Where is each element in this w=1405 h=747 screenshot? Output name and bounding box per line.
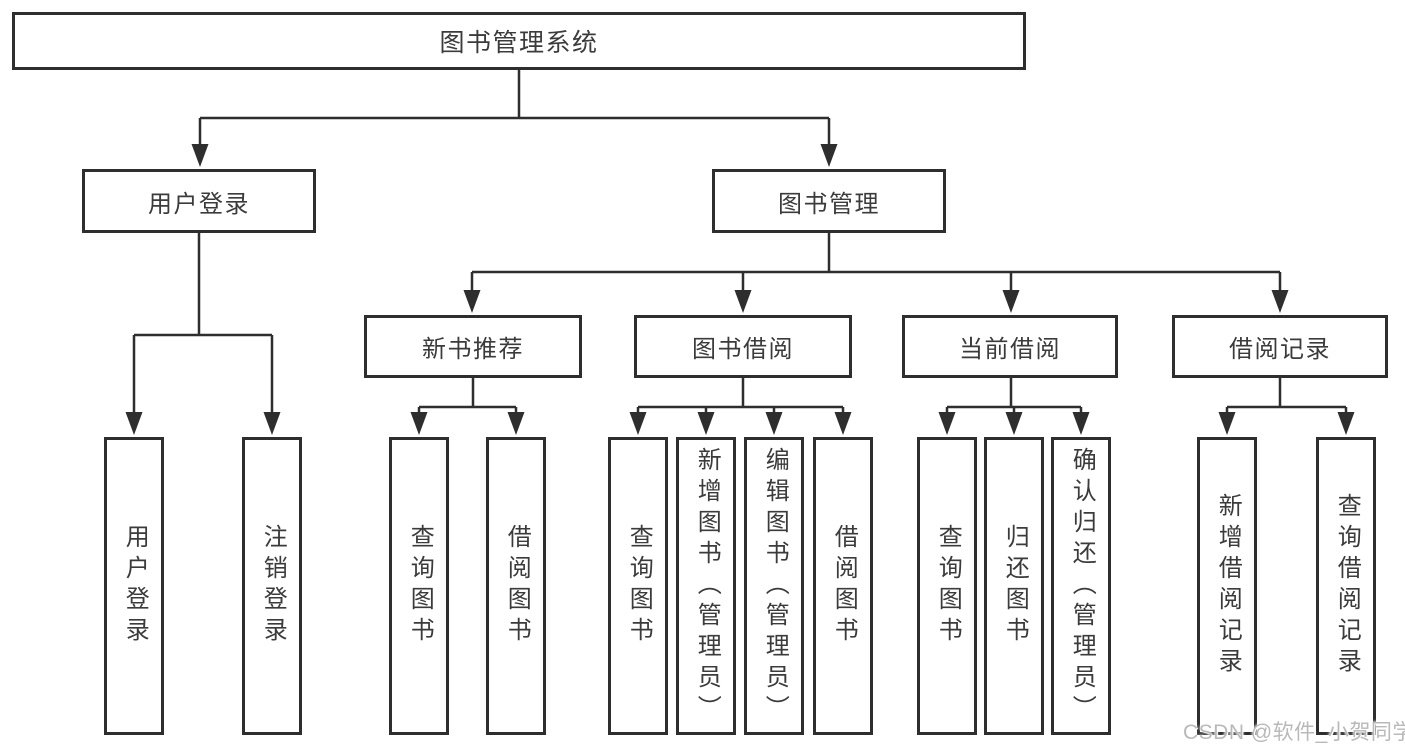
leaf-user-login: 用户登录: [104, 437, 164, 735]
node-new-book-recommend: 新书推荐: [364, 315, 582, 378]
leaf-add-borrow-record: 新增借阅记录: [1197, 437, 1257, 735]
leaf-edit-book-admin: 编辑图书（管理员）: [744, 437, 804, 735]
connector-root-to-branches: [198, 70, 831, 146]
connector-current-borrow-children: [945, 378, 1083, 414]
leaf-label: 注销登录: [259, 524, 287, 648]
connector-book-mgmt-modules: [470, 233, 1282, 292]
leaf-label: 编辑图书（管理员）: [761, 446, 789, 726]
leaf-query-books-current: 查询图书: [917, 437, 977, 735]
leaf-label: 新增图书（管理员）: [693, 446, 721, 726]
connector-borrow-records-children: [1225, 378, 1348, 414]
connector-user-login-children: [132, 233, 274, 414]
leaf-query-borrow-record: 查询借阅记录: [1316, 437, 1376, 735]
connector-book-borrow-children: [636, 378, 845, 414]
leaf-label: 借阅图书: [830, 524, 858, 648]
leaf-label: 查询借阅记录: [1333, 493, 1361, 679]
leaf-label: 用户登录: [121, 524, 149, 648]
node-label: 借阅记录: [1229, 336, 1331, 363]
node-label: 用户登录: [148, 190, 250, 218]
leaf-label: 查询图书: [934, 524, 962, 648]
watermark: CSDN @软件_小贺同学: [1183, 721, 1405, 744]
node-book-borrow: 图书借阅: [634, 315, 852, 378]
leaf-add-book-admin: 新增图书（管理员）: [676, 437, 736, 735]
leaf-label: 借阅图书: [503, 524, 531, 648]
node-label: 图书管理系统: [439, 29, 599, 57]
node-label: 图书借阅: [692, 336, 794, 363]
node-library-system: 图书管理系统: [12, 12, 1026, 70]
leaf-confirm-return-admin: 确认归还（管理员）: [1051, 437, 1111, 735]
node-label: 新书推荐: [422, 336, 524, 363]
node-label: 当前借阅: [959, 336, 1061, 363]
node-user-login: 用户登录: [82, 169, 316, 233]
leaf-query-books-recommend: 查询图书: [389, 437, 449, 735]
node-current-borrow: 当前借阅: [902, 315, 1118, 378]
leaf-label: 查询图书: [406, 524, 434, 648]
node-label: 图书管理: [778, 190, 880, 218]
leaf-label: 归还图书: [1001, 524, 1029, 648]
leaf-query-books-borrow: 查询图书: [608, 437, 668, 735]
leaf-label: 确认归还（管理员）: [1068, 446, 1096, 726]
leaf-logout: 注销登录: [242, 437, 302, 735]
leaf-borrow-books-recommend: 借阅图书: [486, 437, 546, 735]
leaf-label: 查询图书: [625, 524, 653, 648]
leaf-label: 新增借阅记录: [1214, 493, 1242, 679]
node-book-management: 图书管理: [712, 169, 946, 233]
leaf-return-books: 归还图书: [984, 437, 1044, 735]
node-borrow-records: 借阅记录: [1172, 315, 1388, 378]
leaf-borrow-books: 借阅图书: [813, 437, 873, 735]
connector-new-recommend-children: [417, 378, 518, 414]
